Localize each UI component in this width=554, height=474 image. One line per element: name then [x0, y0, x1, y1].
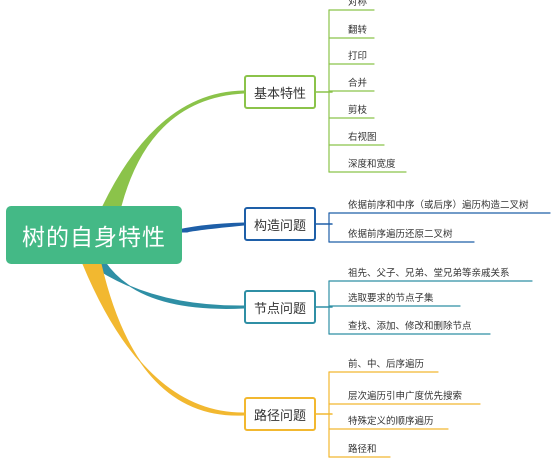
branch-node-path-problems[interactable]: 路径问题	[244, 397, 316, 431]
leaf-node[interactable]: 合并	[348, 78, 368, 89]
leaf-node[interactable]: 查找、添加、修改和删除节点	[348, 321, 472, 332]
branch-connector	[102, 90, 245, 207]
branch-node-construction[interactable]: 构造问题	[244, 207, 316, 241]
leaf-node[interactable]: 翻转	[348, 25, 368, 36]
leaf-node[interactable]: 选取要求的节点子集	[348, 293, 434, 304]
leaf-node[interactable]: 路径和	[348, 444, 377, 455]
leaf-node[interactable]: 打印	[348, 51, 368, 62]
branch-node-basic-properties[interactable]: 基本特性	[244, 75, 316, 109]
leaf-node[interactable]: 依据前序遍历还原二叉树	[348, 229, 453, 240]
leaf-node[interactable]: 前、中、后序遍历	[348, 359, 425, 370]
leaf-node[interactable]: 特殊定义的顺序遍历	[348, 416, 434, 427]
leaf-node[interactable]: 祖先、父子、兄弟、堂兄弟等亲戚关系	[348, 268, 510, 279]
root-node[interactable]: 树的自身特性	[6, 206, 182, 264]
leaf-node[interactable]: 对称	[348, 0, 368, 8]
leaf-node[interactable]: 右视图	[348, 132, 377, 143]
branch-connector	[82, 263, 245, 416]
leaf-node[interactable]: 深度和宽度	[348, 159, 396, 170]
leaf-node[interactable]: 剪枝	[348, 105, 368, 116]
leaf-node[interactable]: 层次遍历引申广度优先搜索	[348, 391, 463, 402]
branch-node-node-problems[interactable]: 节点问题	[244, 290, 316, 324]
leaf-node[interactable]: 依据前序和中序（或后序）遍历构造二叉树	[348, 200, 529, 211]
